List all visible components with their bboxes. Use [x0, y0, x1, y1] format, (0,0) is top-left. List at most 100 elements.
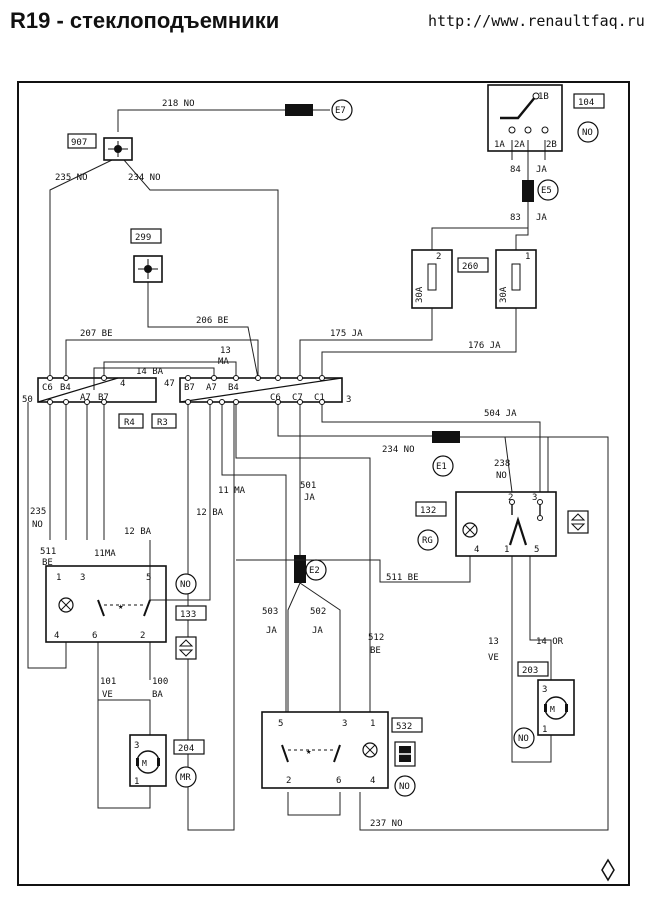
up-down-solid-icon [394, 741, 416, 767]
wire-101-color: VE [102, 690, 113, 700]
option-NO-104: NO [582, 128, 593, 138]
s132-pin-2: 2 [508, 493, 513, 503]
s532-pin-2: 2 [286, 776, 291, 786]
s532-pin-5: 5 [278, 719, 283, 729]
s133-pin-1: 1 [56, 573, 61, 583]
s132-pin-1: 1 [504, 545, 509, 555]
s133-pin-6: 6 [92, 631, 97, 641]
ground-E5: E5 [541, 186, 552, 196]
option-MR: MR [180, 773, 191, 783]
wire-176: 176 JA [468, 341, 501, 351]
fuse-pin-2: 2 [436, 252, 441, 262]
conn-C6-right: C6 [270, 393, 281, 403]
conn-B4-left: B4 [60, 383, 71, 393]
wire-13: 13 [220, 346, 231, 356]
conn-C6-left: C6 [42, 383, 53, 393]
label-132: 132 [420, 506, 436, 516]
page-title: R19 - стеклоподъемники [10, 8, 280, 33]
wire-84-color: JA [536, 165, 547, 175]
s532-pin-1: 1 [370, 719, 375, 729]
s133-pin-5: 5 [146, 573, 151, 583]
label-907: 907 [71, 138, 87, 148]
wire-511-right: 511 BE [386, 573, 419, 583]
wire-511-left-color: BE [42, 558, 53, 568]
diagram-frame [17, 81, 630, 886]
label-532: 532 [396, 722, 412, 732]
svg-text:★: ★ [306, 747, 312, 757]
wire-11-right: 11 MA [218, 486, 246, 496]
wire-206: 206 BE [196, 316, 229, 326]
wire-14: 14 BA [136, 367, 164, 377]
svg-text:M: M [550, 705, 555, 714]
wire-11-left: 11MA [94, 549, 116, 559]
wire-501: 501 [300, 481, 316, 491]
corner-diamond-icon [601, 858, 615, 882]
wire-502-color: JA [312, 626, 323, 636]
wire-504: 504 JA [484, 409, 517, 419]
wire-237: 237 NO [370, 819, 403, 829]
switch-132 [455, 491, 557, 557]
wire-12-right: 12 BA [196, 508, 224, 518]
m203-pin-1: 1 [542, 725, 547, 735]
up-down-icon [567, 510, 589, 534]
conn-A7-right: A7 [206, 383, 217, 393]
motor-203: M [537, 679, 575, 736]
wire-13-bottom: 13 [488, 637, 499, 647]
wire-14-bottom: 14 OR [536, 637, 564, 647]
m204-pin-1: 1 [134, 777, 139, 787]
ground-E7: E7 [335, 106, 346, 116]
wire-234-mid: 234 NO [382, 445, 415, 455]
s132-pin-5: 5 [534, 545, 539, 555]
s532-pin-6: 6 [336, 776, 341, 786]
svg-text:M: M [142, 759, 147, 768]
wire-502: 502 [310, 607, 326, 617]
pin-labels: 1B 1A 2A 2B 2 1 30A 30A 50 C6 B4 4 A7 B7… [22, 92, 557, 787]
source-url: http://www.renaultfaq.ru [428, 12, 645, 30]
fuse-rating-2: 30A [499, 286, 509, 303]
wire-234-top: 234 NO [128, 173, 161, 183]
s133-pin-4: 4 [54, 631, 59, 641]
conn-47: 47 [164, 379, 175, 389]
wire-12-left: 12 BA [124, 527, 152, 537]
wire-503: 503 [262, 607, 278, 617]
wire-503-color: JA [266, 626, 277, 636]
label-104: 104 [578, 98, 594, 108]
wire-218: 218 NO [162, 99, 195, 109]
conn-C1: C1 [314, 393, 325, 403]
wire-100-color: BA [152, 690, 163, 700]
label-R4: R4 [124, 418, 135, 428]
wire-84: 84 [510, 165, 521, 175]
svg-text:★: ★ [118, 602, 124, 612]
fuse-rating-1: 30A [415, 286, 425, 303]
conn-B7-left: B7 [98, 393, 109, 403]
up-down-icon [175, 636, 197, 660]
ground-E1: E1 [436, 462, 447, 472]
m204-pin-3: 3 [134, 741, 139, 751]
option-NO-133: NO [180, 580, 191, 590]
conn-B4-right: B4 [228, 383, 239, 393]
label-204: 204 [178, 744, 194, 754]
wire-235-left: 235 [30, 507, 46, 517]
s532-pin-3: 3 [342, 719, 347, 729]
wire-83-color: JA [536, 213, 547, 223]
conn-A7-left: A7 [80, 393, 91, 403]
motor-204: M [129, 734, 167, 787]
option-NO-532: NO [399, 782, 410, 792]
wire-101: 101 [100, 677, 116, 687]
wire-13-color: MA [218, 357, 229, 367]
s133-pin-3: 3 [80, 573, 85, 583]
conn-C7: C7 [292, 393, 303, 403]
conn-B7-right: B7 [184, 383, 195, 393]
wire-238-color: NO [496, 471, 507, 481]
wire-238: 238 [494, 459, 510, 469]
ignition-switch-104 [487, 84, 563, 152]
label-R3: R3 [157, 418, 168, 428]
connector-block-right [179, 375, 343, 405]
label-299: 299 [135, 233, 151, 243]
label-203: 203 [522, 666, 538, 676]
wire-511-left: 511 [40, 547, 56, 557]
m203-pin-3: 3 [542, 685, 547, 695]
s132-pin-3: 3 [532, 493, 537, 503]
s133-pin-2: 2 [140, 631, 145, 641]
